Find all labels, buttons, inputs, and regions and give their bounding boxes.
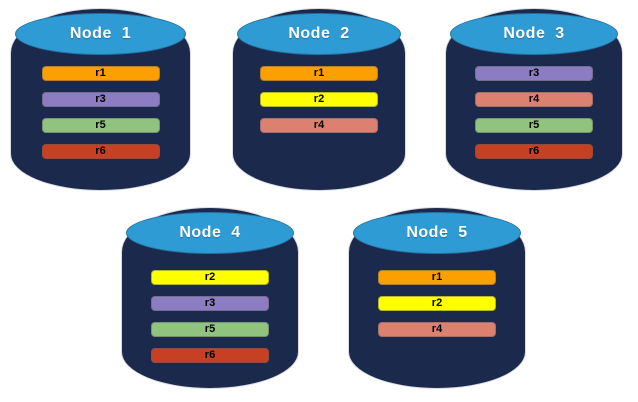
node-4-title: Node 4 [179,224,241,241]
replica-bar-r3: r3 [151,296,269,311]
replica-bar-r1: r1 [378,270,496,285]
replica-bar-r2: r2 [378,296,496,311]
node-3-title: Node 3 [503,25,565,42]
node-5-title: Node 5 [406,224,468,241]
node-4-replica-list: r2 r3 r5 r6 [151,270,269,363]
replica-bar-r5: r5 [41,118,160,133]
replica-bar-r4: r4 [260,118,378,133]
node-cylinder-3: Node 3 r3 r4 r5 r6 [446,9,622,190]
replica-bar-r1: r1 [41,66,160,81]
node-cylinder-4: Node 4 r2 r3 r5 r6 [122,208,298,388]
node-1-replica-list: r1 r3 r5 r6 [41,66,160,159]
node-cylinder-1: Node 1 r1 r3 r5 r6 [11,9,190,190]
node-1-title: Node 1 [69,25,132,42]
node-3-top-ellipse: Node 3 [450,13,618,55]
replica-bar-r4: r4 [378,322,496,337]
replica-bar-r6: r6 [475,144,593,159]
node-cylinder-2: Node 2 r1 r2 r4 [233,9,405,190]
replica-bar-r3: r3 [41,92,160,107]
replica-bar-r5: r5 [151,322,269,337]
node-3-replica-list: r3 r4 r5 r6 [475,66,593,159]
replica-bar-r6: r6 [151,348,269,363]
node-5-replica-list: r1 r2 r4 [378,270,496,337]
node-1-top-ellipse: Node 1 [15,13,186,55]
replica-bar-r3: r3 [475,66,593,81]
replica-bar-r1: r1 [260,66,378,81]
replica-bar-r2: r2 [151,270,269,285]
replica-bar-r2: r2 [260,92,378,107]
node-5-top-ellipse: Node 5 [353,212,521,254]
replica-bar-r6: r6 [41,144,160,159]
node-2-replica-list: r1 r2 r4 [260,66,378,133]
node-cylinder-5: Node 5 r1 r2 r4 [349,208,525,388]
replica-bar-r4: r4 [475,92,593,107]
node-2-top-ellipse: Node 2 [237,13,401,55]
node-4-top-ellipse: Node 4 [126,212,294,254]
replica-bar-r5: r5 [475,118,593,133]
node-2-title: Node 2 [288,25,350,42]
